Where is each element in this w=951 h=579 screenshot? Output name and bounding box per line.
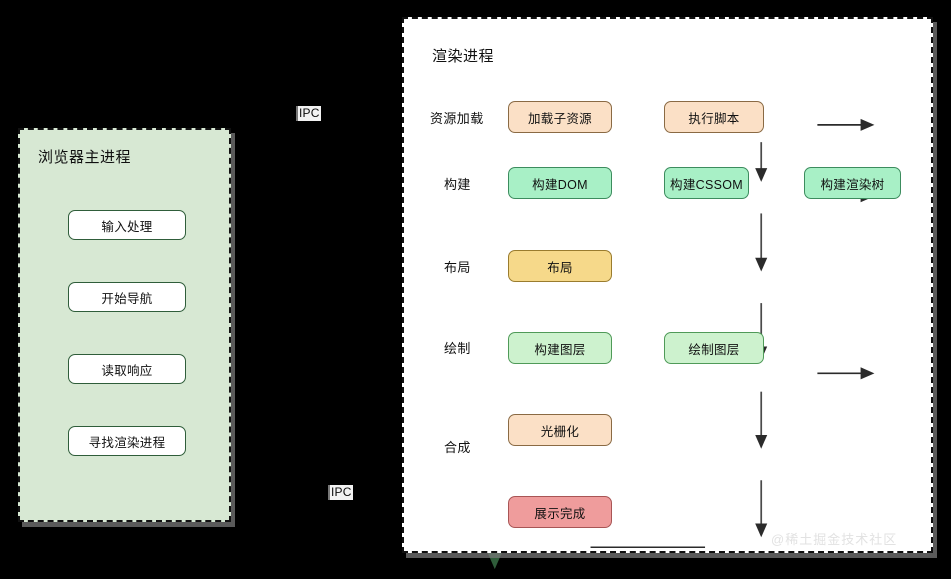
node-label: 执行脚本 xyxy=(688,111,740,126)
node-load-subresource[interactable]: 加载子资源 xyxy=(508,101,612,133)
watermark-text: @稀土掘金技术社区 xyxy=(771,532,898,547)
node-build-layer[interactable]: 构建图层 xyxy=(508,332,612,364)
node-paint-layer[interactable]: 绘制图层 xyxy=(664,332,764,364)
row-label-paint: 绘制 xyxy=(444,341,471,356)
node-label: 构建CSSOM xyxy=(670,177,743,192)
node-input-handling[interactable]: 输入处理 xyxy=(68,210,186,240)
row-label-layout: 布局 xyxy=(444,260,471,275)
node-build-cssom[interactable]: 构建CSSOM xyxy=(664,167,749,199)
node-label: 绘制图层 xyxy=(688,342,740,357)
node-label: 开始导航 xyxy=(101,291,153,306)
node-label: 构建DOM xyxy=(532,177,588,192)
node-label: 输入处理 xyxy=(101,219,153,234)
node-label: 展示完成 xyxy=(534,506,586,521)
node-start-navigation[interactable]: 开始导航 xyxy=(68,282,186,312)
ipc-label-bottom: IPC xyxy=(328,485,353,500)
ipc-label-top: IPC xyxy=(296,106,321,121)
node-read-response[interactable]: 读取响应 xyxy=(68,354,186,384)
node-find-render-process[interactable]: 寻找渲染进程 xyxy=(68,426,186,456)
node-label: 加载子资源 xyxy=(527,111,592,126)
node-label: 寻找渲染进程 xyxy=(88,435,166,450)
node-build-dom[interactable]: 构建DOM xyxy=(508,167,612,199)
node-label: 构建渲染树 xyxy=(820,177,885,192)
node-layout[interactable]: 布局 xyxy=(508,250,612,282)
row-label-resource-loading: 资源加载 xyxy=(430,111,484,126)
node-rasterize[interactable]: 光栅化 xyxy=(508,414,612,446)
renderer-process-panel: 渲染进程 xyxy=(402,17,933,553)
browser-main-process-panel: 浏览器主进程 输入处理 开始导航 读取响应 寻找渲染进程 xyxy=(18,128,503,570)
node-label: 构建图层 xyxy=(534,342,586,357)
node-build-render-tree[interactable]: 构建渲染树 xyxy=(804,167,901,199)
node-label: 布局 xyxy=(547,260,573,275)
node-label: 光栅化 xyxy=(540,424,580,439)
node-display-complete[interactable]: 展示完成 xyxy=(508,496,612,528)
row-label-build: 构建 xyxy=(444,177,471,192)
browser-panel-title: 浏览器主进程 xyxy=(38,149,132,166)
node-execute-script[interactable]: 执行脚本 xyxy=(664,101,764,133)
renderer-panel-title: 渲染进程 xyxy=(432,48,495,65)
node-label: 读取响应 xyxy=(101,363,153,378)
row-label-composite: 合成 xyxy=(444,440,471,455)
